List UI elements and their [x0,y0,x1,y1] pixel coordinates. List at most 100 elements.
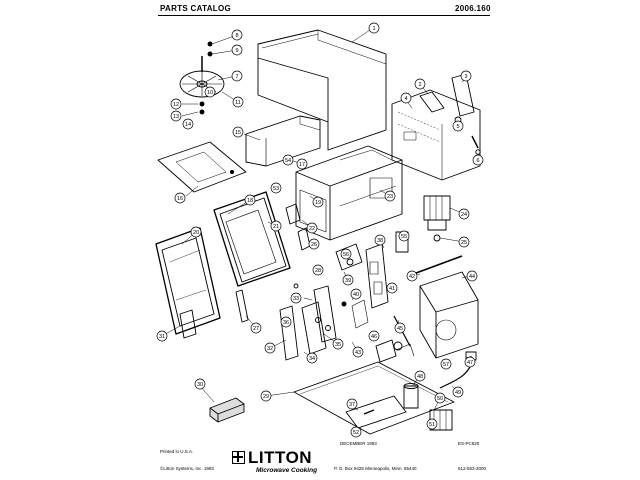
callout-29: 29 [260,390,272,402]
callout-32: 32 [264,342,276,354]
base-plate [293,361,455,435]
callout-20: 20 [190,226,202,238]
svg-text:34: 34 [309,356,315,362]
svg-text:9: 9 [235,48,238,54]
callout-33: 33 [290,292,302,304]
stirrer-fan [179,41,225,115]
svg-text:49: 49 [455,390,461,396]
header-rule [158,15,490,16]
callout-51: 51 [426,418,438,430]
svg-text:36: 36 [283,320,289,326]
svg-text:46: 46 [371,334,377,340]
callout-19: 19 [312,196,324,208]
printed-in-usa: Printed in U.S.A. [160,449,194,454]
callout-42: 42 [406,270,418,282]
svg-text:14: 14 [185,122,191,128]
svg-text:53: 53 [273,186,279,192]
diode-board [345,395,407,429]
waveguide-cover [157,141,247,193]
svg-text:51: 51 [429,422,435,428]
callout-44: 44 [466,270,478,282]
header-code: 2006.160 [455,4,491,13]
callout-15: 15 [232,126,244,138]
callout-38: 38 [374,234,386,246]
callout-17: 17 [296,158,308,170]
svg-text:18: 18 [247,198,253,204]
callout-18: 18 [244,194,256,206]
svg-text:26: 26 [311,242,317,248]
stirrer-cover [245,115,321,167]
litton-logo-icon [232,451,245,464]
callout-2: 2 [414,78,426,90]
callout-1: 1 [368,22,380,34]
svg-text:55: 55 [401,234,407,240]
svg-text:8: 8 [235,33,238,39]
callout-48: 48 [414,370,426,382]
catalog-code: ES-PC620 [458,441,480,446]
svg-text:10: 10 [207,90,213,96]
svg-text:21: 21 [273,224,279,230]
callout-47: 47 [464,356,476,368]
svg-text:4: 4 [404,96,407,102]
callout-36: 36 [280,316,292,328]
svg-text:11: 11 [235,100,241,106]
door-frame [213,191,291,287]
svg-text:23: 23 [387,194,393,200]
svg-text:16: 16 [177,196,183,202]
callout-40: 40 [350,288,362,300]
svg-text:33: 33 [293,296,299,302]
callout-6: 6 [472,154,484,166]
svg-text:50: 50 [437,396,443,402]
svg-text:15: 15 [235,130,241,136]
fan-motor-assembly [407,255,479,359]
svg-text:32: 32 [267,346,273,352]
catalog-date: DECEMBER 1993 [340,441,377,446]
svg-text:25: 25 [461,240,467,246]
callout-52: 52 [350,426,362,438]
svg-text:44: 44 [469,274,475,280]
filter-box [209,397,245,423]
callouts: 1 2 3 4 5 6 7 8 9 10 11 12 13 14 15 16 1… [156,22,484,438]
svg-text:28: 28 [315,268,321,274]
callout-4: 4 [400,92,412,104]
control-panel [279,243,363,361]
callout-43: 43 [352,346,364,358]
oven-cavity [295,145,403,241]
callout-31: 31 [156,330,168,342]
svg-text:47: 47 [467,360,473,366]
callout-56: 56 [340,248,352,260]
svg-text:22: 22 [309,226,315,232]
svg-text:54: 54 [285,158,291,164]
svg-text:2: 2 [418,82,421,88]
callout-9: 9 [231,44,243,56]
phone-number: 612-553-2000 [458,466,487,471]
svg-text:29: 29 [263,394,269,400]
callout-8: 8 [231,29,243,41]
svg-text:56: 56 [343,252,349,258]
callout-46: 46 [368,330,380,342]
callout-49: 49 [452,386,464,398]
mailing-address: P. O. Box 9425 Minneapolis, Minn. 55440 [334,466,417,471]
svg-text:52: 52 [353,430,359,436]
svg-text:7: 7 [235,74,238,80]
svg-text:30: 30 [197,382,203,388]
svg-text:24: 24 [461,212,467,218]
callout-35: 35 [332,338,344,350]
callout-3: 3 [460,70,472,82]
callout-39: 39 [342,274,354,286]
callout-5: 5 [452,120,464,132]
callout-37: 37 [346,398,358,410]
svg-text:13: 13 [173,114,179,120]
callout-30: 30 [194,378,206,390]
copyright-notice: ©Litton Systems, Inc. 1993 [160,466,214,471]
callout-54: 54 [282,154,294,166]
callout-14: 14 [182,118,194,130]
brand-subtitle: Microwave Cooking [256,467,318,474]
callout-13: 13 [170,110,182,122]
callout-57: 57 [440,358,452,370]
callout-28: 28 [312,264,324,276]
callout-21: 21 [270,220,282,232]
switch-bracket [365,231,409,309]
